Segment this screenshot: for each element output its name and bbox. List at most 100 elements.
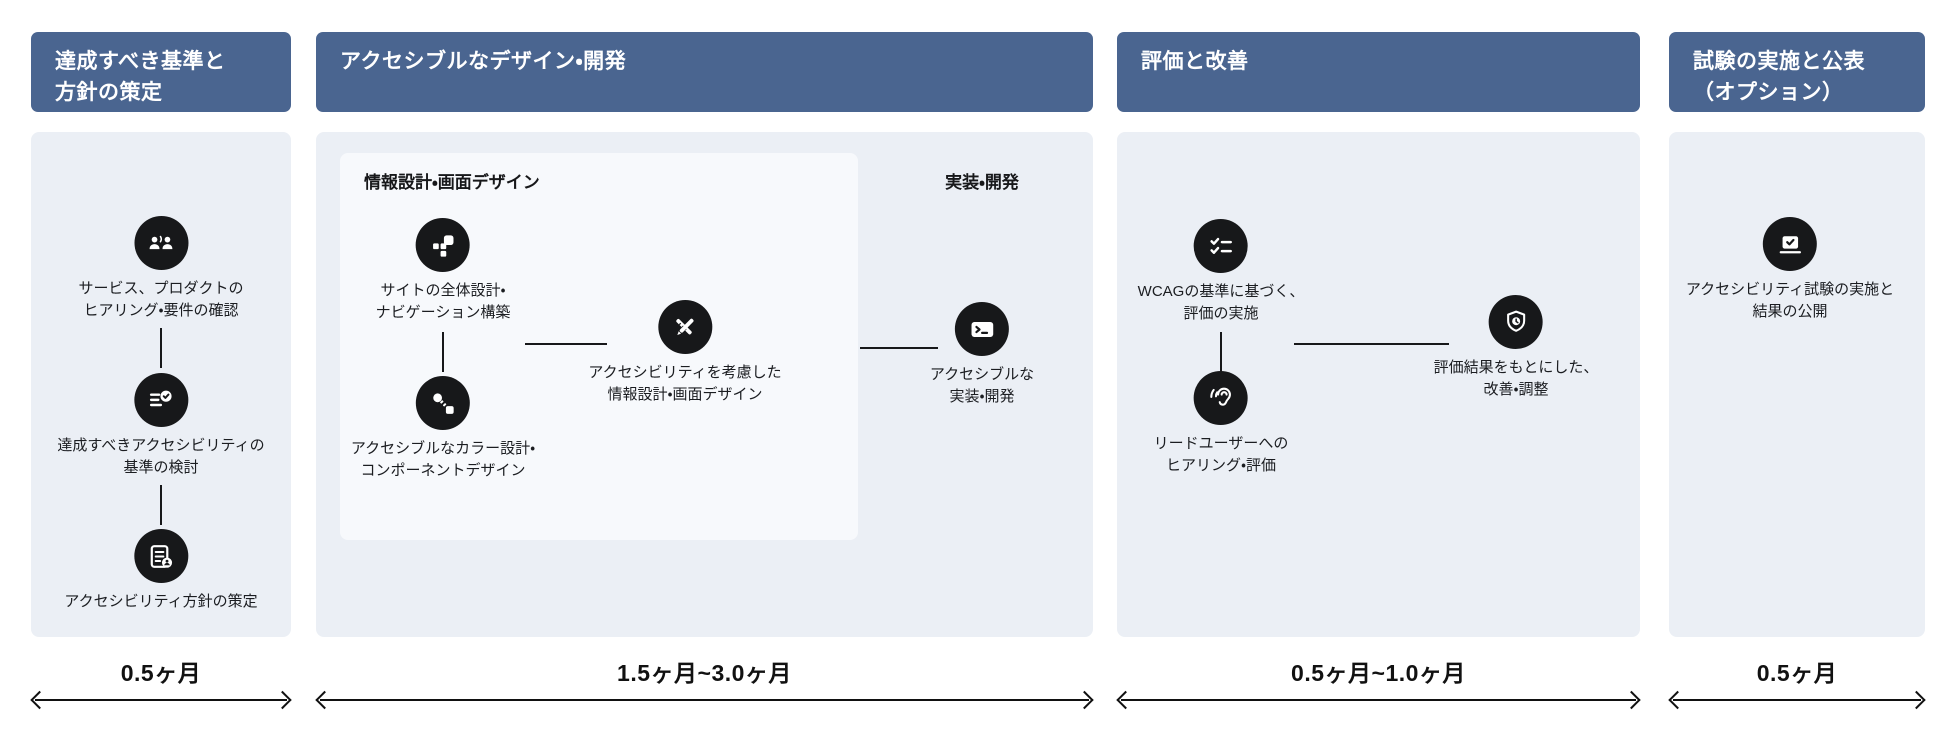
- design-tools-icon: [657, 300, 712, 354]
- header-line: （オプション）: [1693, 81, 1844, 104]
- step-label-line: アクセシブルなカラー設計・: [350, 440, 536, 457]
- interview-icon: [133, 216, 188, 270]
- step-accessibility-test: アクセシビリティ試験の実施と 結果の公開: [1686, 217, 1894, 323]
- arrow-line: [1673, 698, 1921, 702]
- ia-design-subpanel: [340, 153, 858, 540]
- step-label-line: リードユーザーへの: [1153, 435, 1289, 452]
- duration-label: 1.5ヶ月~3.0ヶ月: [617, 660, 792, 686]
- step-policy-formulation: アクセシビリティ方針の策定: [64, 529, 258, 613]
- step-label-line: 改善・調整: [1483, 381, 1549, 398]
- arrow-head-left-icon: [1116, 690, 1135, 710]
- arrow-line: [320, 698, 1089, 702]
- connector-vertical: [442, 332, 444, 372]
- column-planning-panel: サービス、プロダクトの ヒアリング・要件の確認: [31, 132, 291, 637]
- timeline-arrow: [315, 690, 1094, 710]
- step-lead-user-hearing: リードユーザーへの ヒアリング・評価: [1154, 371, 1289, 477]
- column-testing-publication-panel: アクセシビリティ試験の実施と 結果の公開: [1669, 132, 1925, 637]
- step-label-line: 結果の公開: [1752, 303, 1828, 320]
- column-testing-publication: 試験の実施と公表 （オプション） アクセシビリティ試験の実施と 結果の公開 0.…: [1668, 0, 1926, 730]
- subsection-title-implementation: 実装・開発: [945, 173, 1019, 192]
- step-label-line: WCAGの基準に基づく、: [1137, 283, 1305, 300]
- step-label: リードユーザーへの ヒアリング・評価: [1154, 433, 1289, 477]
- connector-vertical: [1220, 332, 1222, 372]
- improve-adjust-icon: [1488, 295, 1543, 349]
- dev-terminal-icon: [954, 302, 1009, 356]
- subsection-title-ia-design: 情報設計・画面デザイン: [364, 173, 540, 192]
- step-service-hearing: サービス、プロダクトの ヒアリング・要件の確認: [78, 216, 244, 322]
- arrow-line: [35, 698, 287, 702]
- user-hearing-icon: [1193, 371, 1248, 425]
- header-line: 評価と改善: [1141, 50, 1249, 73]
- step-label-line: ナビゲーション構築: [375, 304, 511, 321]
- step-label: アクセシビリティ方針の策定: [64, 591, 257, 613]
- arrow-line: [1121, 698, 1636, 702]
- color-components-icon: [415, 376, 470, 430]
- step-label-line: 評価の実施: [1183, 305, 1259, 322]
- column-testing-publication-header: 試験の実施と公表 （オプション）: [1669, 32, 1925, 112]
- step-label-line: アクセシビリティ方針の策定: [64, 593, 258, 610]
- step-label: 達成すべきアクセシビリティの 基準の検討: [57, 435, 264, 479]
- step-label-line: 基準の検討: [123, 459, 199, 476]
- step-wcag-evaluation: WCAGの基準に基づく、 評価の実施: [1138, 219, 1305, 325]
- step-criteria-study: 達成すべきアクセシビリティの 基準の検討: [57, 373, 265, 479]
- step-site-structure: サイトの全体設計・ ナビゲーション構築: [375, 218, 511, 324]
- connector-vertical: [160, 485, 162, 525]
- step-improve-adjust: 評価結果をもとにした、 改善・調整: [1434, 295, 1599, 401]
- step-label-line: アクセシビリティ試験の実施と: [1685, 281, 1895, 298]
- timeline-arrow: [1116, 690, 1641, 710]
- test-publish-icon: [1762, 217, 1817, 271]
- header-line: 達成すべき基準と: [55, 50, 226, 73]
- step-label-line: 評価結果をもとにした、: [1433, 359, 1599, 376]
- connector-horizontal: [1294, 343, 1449, 345]
- step-label-line: 情報設計・画面デザイン: [607, 386, 763, 403]
- step-accessible-ia-design: アクセシビリティを考慮した 情報設計・画面デザイン: [588, 300, 782, 406]
- step-label-line: サイトの全体設計・: [380, 282, 506, 299]
- duration-label: 0.5ヶ月: [120, 660, 202, 686]
- arrow-head-right-icon: [1075, 690, 1094, 710]
- column-planning: 達成すべき基準と 方針の策定 サービス: [30, 0, 292, 730]
- arrow-head-left-icon: [30, 690, 49, 710]
- step-label-line: ヒアリング・要件の確認: [83, 302, 239, 319]
- wcag-eval-icon: [1193, 219, 1248, 273]
- step-label-line: 実装・開発: [949, 388, 1015, 405]
- step-label-line: アクセシビリティを考慮した: [588, 364, 782, 381]
- column-design-development-panel: 情報設計・画面デザイン 実装・開発 サイトの全体設計・ ナビゲーション構築: [316, 132, 1093, 637]
- connector-horizontal: [525, 343, 607, 345]
- step-label-line: コンポーネントデザイン: [360, 462, 526, 479]
- step-label: 評価結果をもとにした、 改善・調整: [1434, 357, 1599, 401]
- column-design-development: アクセシブルなデザイン・開発 情報設計・画面デザイン 実装・開発 サイトの全体設…: [315, 0, 1094, 730]
- arrow-head-left-icon: [315, 690, 334, 710]
- duration-label: 0.5ヶ月~1.0ヶ月: [1291, 660, 1466, 686]
- step-label: アクセシビリティを考慮した 情報設計・画面デザイン: [588, 362, 781, 406]
- criteria-check-icon: [134, 373, 188, 427]
- step-label: サービス、プロダクトの ヒアリング・要件の確認: [78, 278, 243, 322]
- policy-doc-icon: [133, 529, 188, 583]
- step-color-components: アクセシブルなカラー設計・ コンポーネントデザイン: [351, 376, 535, 482]
- column-evaluation-improvement-panel: WCAGの基準に基づく、 評価の実施 リードユーザーへの ヒアリング・評価: [1117, 132, 1640, 637]
- step-accessible-implementation: アクセシブルな 実装・開発: [930, 302, 1034, 408]
- arrow-head-right-icon: [1907, 690, 1926, 710]
- header-line: 試験の実施と公表: [1693, 50, 1865, 73]
- step-label: WCAGの基準に基づく、 評価の実施: [1138, 281, 1305, 325]
- column-design-development-header: アクセシブルなデザイン・開発: [316, 32, 1093, 112]
- arrow-head-right-icon: [1622, 690, 1641, 710]
- sitemap-icon: [415, 218, 470, 272]
- connector-horizontal: [860, 347, 938, 349]
- arrow-head-right-icon: [273, 690, 292, 710]
- step-label-line: 達成すべきアクセシビリティの: [57, 437, 265, 454]
- step-label-line: アクセシブルな: [929, 366, 1035, 383]
- step-label: アクセシブルな 実装・開発: [930, 364, 1034, 408]
- arrow-head-left-icon: [1668, 690, 1687, 710]
- step-label: アクセシブルなカラー設計・ コンポーネントデザイン: [351, 438, 535, 482]
- duration-label: 0.5ヶ月: [1756, 660, 1838, 686]
- step-label-line: サービス、プロダクトの: [78, 280, 244, 297]
- connector-vertical: [160, 328, 162, 368]
- step-label: アクセシビリティ試験の実施と 結果の公開: [1686, 279, 1894, 323]
- column-planning-header: 達成すべき基準と 方針の策定: [31, 32, 291, 112]
- header-line: アクセシブルなデザイン・開発: [340, 50, 627, 73]
- timeline-arrow: [1668, 690, 1926, 710]
- step-label-line: ヒアリング・評価: [1165, 457, 1277, 474]
- column-evaluation-improvement-header: 評価と改善: [1117, 32, 1640, 112]
- column-evaluation-improvement: 評価と改善 WCAGの基準に基づく、 評価の実施: [1116, 0, 1641, 730]
